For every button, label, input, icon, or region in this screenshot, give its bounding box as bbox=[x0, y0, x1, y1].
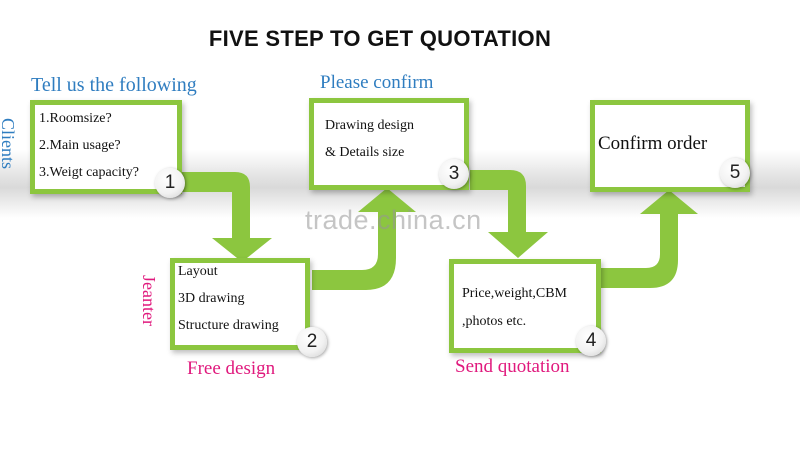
step2-line-3: Structure drawing bbox=[178, 318, 279, 333]
step1-line-1: 1.Roomsize? bbox=[39, 111, 112, 126]
step2-caption: Free design bbox=[187, 358, 276, 379]
step5-number-badge: 5 bbox=[720, 158, 750, 188]
side-label-jeanter: Jeanter bbox=[138, 275, 159, 326]
step2-line-2: 3D drawing bbox=[178, 291, 245, 306]
step4-number-badge: 4 bbox=[576, 326, 606, 356]
step3-line-1: Drawing design bbox=[325, 118, 415, 133]
step1-heading: Tell us the following bbox=[31, 74, 197, 96]
step4-box: Price,weight,CBM ,photos etc. bbox=[449, 259, 601, 353]
step2-box: Layout 3D drawing Structure drawing bbox=[170, 258, 310, 350]
page-title: FIVE STEP TO GET QUOTATION bbox=[208, 26, 552, 51]
step4-line-1: Price,weight,CBM bbox=[462, 286, 567, 301]
arrow-2-to-3 bbox=[312, 188, 416, 290]
step4-line-2: ,photos etc. bbox=[462, 314, 527, 329]
arrow-4-to-5 bbox=[600, 190, 698, 288]
step2-number-badge: 2 bbox=[297, 327, 327, 357]
step3-heading: Please confirm bbox=[320, 72, 434, 93]
arrow-1-to-2 bbox=[178, 172, 272, 262]
step3-number-badge: 3 bbox=[439, 159, 469, 189]
step3-line-2: & Details size bbox=[325, 145, 405, 160]
step5-line-1: Confirm order bbox=[598, 133, 708, 154]
watermark: trade.china.cn bbox=[305, 205, 482, 235]
step1-line-2: 2.Main usage? bbox=[39, 138, 121, 153]
step4-caption: Send quotation bbox=[455, 356, 570, 377]
step1-number-badge: 1 bbox=[155, 168, 185, 198]
arrow-3-to-4 bbox=[470, 170, 548, 258]
step2-line-1: Layout bbox=[178, 264, 218, 279]
side-label-clients: Clients bbox=[0, 117, 19, 170]
step1-line-3: 3.Weigt capacity? bbox=[39, 165, 139, 180]
